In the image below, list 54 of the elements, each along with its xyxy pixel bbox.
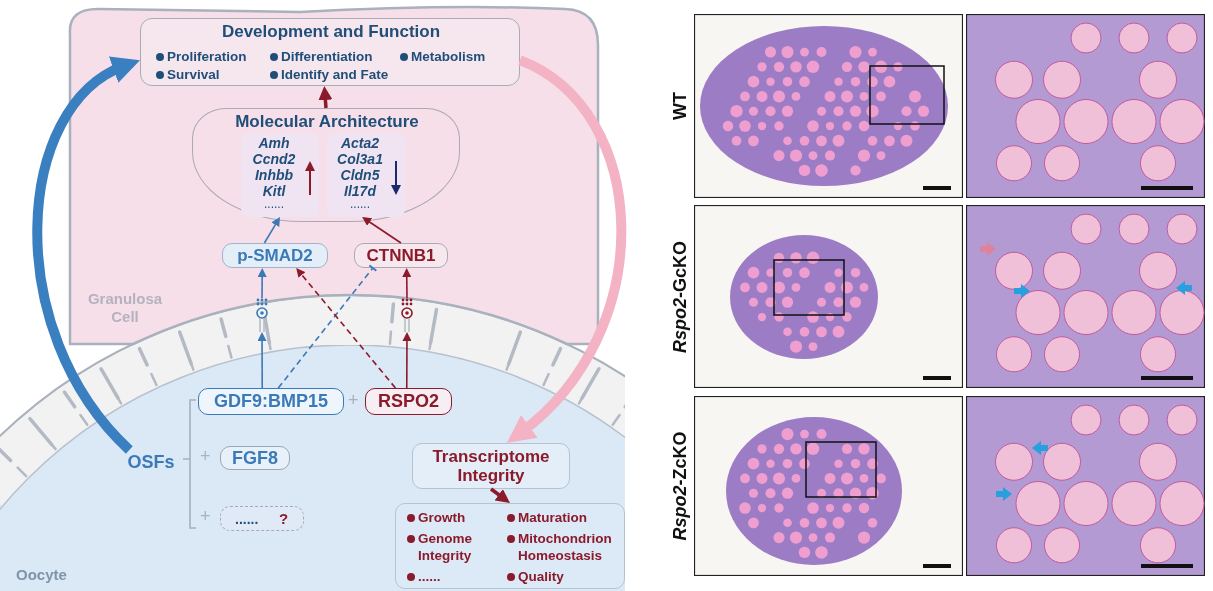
list-item: Genome Integrity <box>406 530 501 564</box>
arrow <box>507 55 627 445</box>
region-label: Granulosa Cell <box>86 290 164 326</box>
plus-sign: + <box>200 506 211 527</box>
box-title: Molecular Architecture <box>234 112 420 132</box>
list-item: Metabolism <box>399 48 486 65</box>
gene-list: Amh Ccnd2 Inhbb Kitl <box>245 135 303 199</box>
arrow <box>402 332 412 389</box>
box-title: Development and Function <box>220 22 442 42</box>
list-item: ...... <box>406 568 441 585</box>
inhibition-line <box>277 264 378 389</box>
unknown-factor-pill <box>220 506 304 531</box>
arrow <box>263 217 280 244</box>
arrow <box>296 268 397 389</box>
row-label: Rspo2-GcKO <box>669 241 691 353</box>
gene-list: Acta2 Col3a1 Cldn5 Il17d <box>331 135 389 199</box>
arrow <box>257 332 267 389</box>
region-label: Oocyte <box>16 566 67 583</box>
list-item: Maturation <box>506 509 587 526</box>
protein-pill: CTNNB1 <box>354 243 448 268</box>
arrow <box>257 268 267 299</box>
ellipsis: ...... <box>235 511 259 527</box>
question-mark: ? <box>279 510 289 527</box>
factor-pill: RSPO2 <box>365 388 452 415</box>
summary-box <box>140 18 520 86</box>
arrow <box>489 487 510 503</box>
gene-list-box <box>327 133 405 217</box>
receptor-icon <box>255 298 269 332</box>
group-label: OSFs <box>120 450 182 474</box>
list-item: Mitochondrion Homeostasis <box>506 530 624 564</box>
plus-sign: + <box>348 390 359 411</box>
ellipsis: ...... <box>349 197 371 211</box>
list-item: Quality <box>506 568 564 585</box>
list-box <box>395 503 625 589</box>
list-item: Growth <box>406 509 466 526</box>
list-item: Differentiation <box>269 48 373 65</box>
factor-pill: FGF8 <box>220 446 290 470</box>
factor-pill: GDF9:BMP15 <box>198 388 344 415</box>
row-label: WT <box>669 92 691 120</box>
row-label: Rspo2-ZcKO <box>669 431 691 541</box>
protein-pill: p-SMAD2 <box>222 243 328 268</box>
gene-list-box <box>241 133 319 217</box>
arrow <box>362 217 402 244</box>
ellipsis: ...... <box>263 197 285 211</box>
bowl-box <box>192 108 460 222</box>
arrow <box>32 57 139 454</box>
list-item: Proliferation <box>155 48 247 65</box>
list-item: Identify and Fate <box>269 66 389 83</box>
plus-sign: + <box>200 446 211 467</box>
heading-box: Transcriptome Integrity <box>412 443 570 489</box>
arrow <box>402 268 412 299</box>
list-item: Survival <box>155 66 220 83</box>
receptor-icon <box>400 298 414 332</box>
arrow <box>318 86 333 109</box>
